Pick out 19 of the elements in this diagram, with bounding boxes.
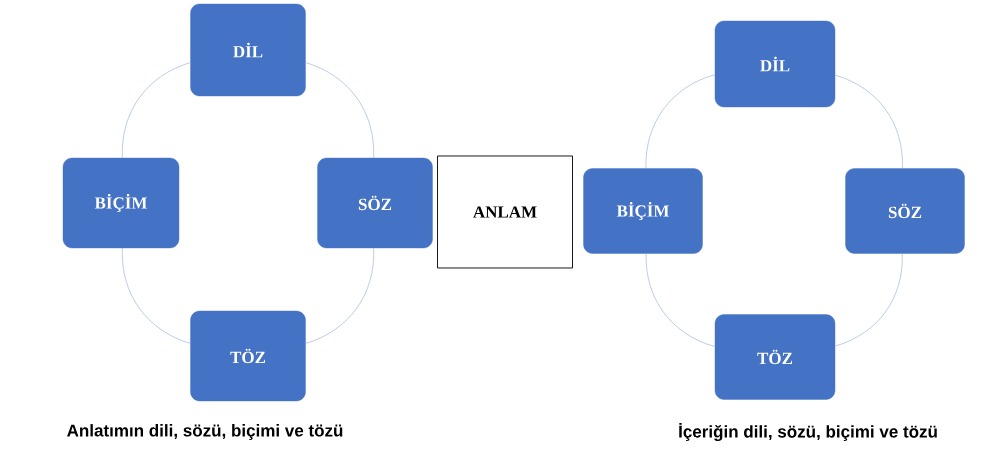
connector-arc xyxy=(834,253,903,347)
rounded-box: SÖZ xyxy=(317,157,433,249)
connector-arc xyxy=(645,253,716,347)
rounded-box: DİL xyxy=(190,3,306,97)
connector-arc xyxy=(305,62,374,159)
rounded-box: SÖZ xyxy=(845,168,965,254)
rounded-box: BİÇİM xyxy=(583,168,703,254)
caption: Anlatımın dili, sözü, biçimi ve tözü xyxy=(67,424,343,440)
rounded-box: TÖZ xyxy=(190,310,306,402)
caption: İçeriğin dili, sözü, biçimi ve tözü xyxy=(679,422,937,442)
connector-arc xyxy=(122,62,191,159)
concept-box: ANLAM xyxy=(437,155,573,269)
rounded-box: BİÇİM xyxy=(62,157,180,249)
connector-arc xyxy=(834,74,903,169)
rounded-box: DİL xyxy=(714,20,836,108)
connector-arc xyxy=(122,247,191,344)
connector-arc xyxy=(645,74,716,169)
connector-arc xyxy=(305,247,374,344)
rounded-box: TÖZ xyxy=(714,314,836,400)
